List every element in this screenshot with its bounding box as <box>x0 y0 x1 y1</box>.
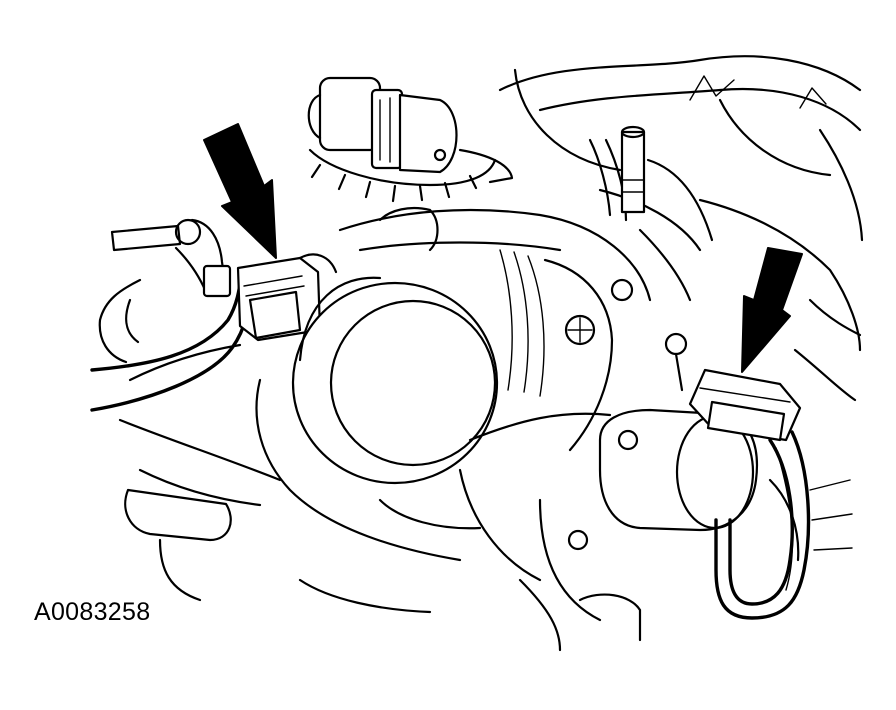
coolant-tube <box>588 125 714 302</box>
right-sensor-connector <box>688 368 802 442</box>
intake-manifold-runners <box>498 55 864 402</box>
right-connector-arrow <box>741 247 803 373</box>
right-wiring-harness <box>714 430 811 620</box>
left-sensor-connector <box>202 253 338 342</box>
figure-id-label: A0083258 <box>34 598 151 626</box>
idle-air-actuator <box>307 76 514 203</box>
fuel-rail-bracket <box>98 218 242 382</box>
left-connector-arrow <box>203 123 277 259</box>
throttle-body-housing <box>291 206 652 485</box>
